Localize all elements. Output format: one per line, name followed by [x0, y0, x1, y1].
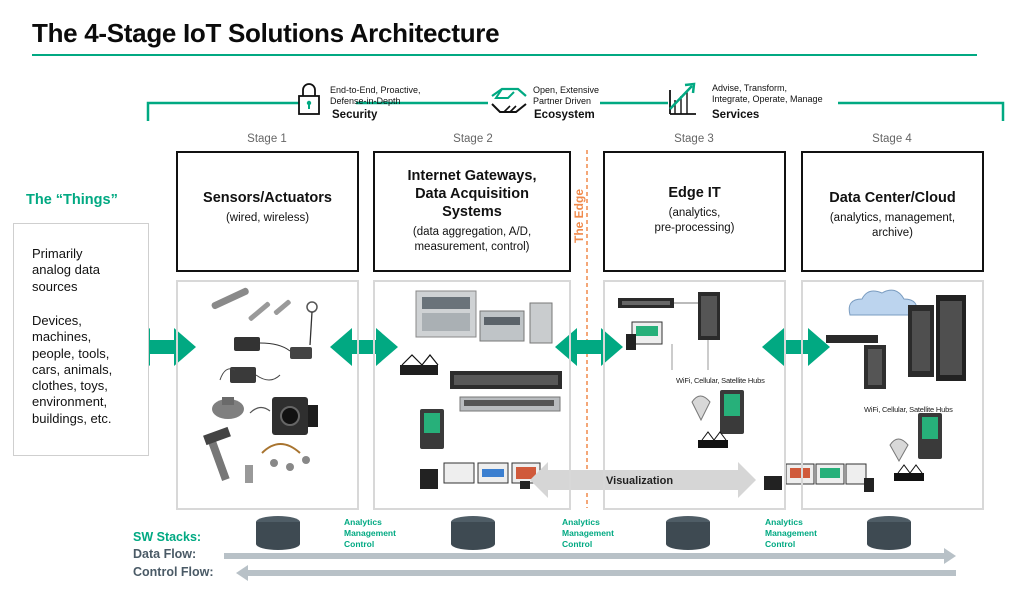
database-icon [666, 516, 710, 550]
stage-3-header: Edge IT (analytics,pre-processing) [603, 151, 786, 272]
top-bracket [146, 101, 1005, 121]
data-flow-arrow [224, 548, 956, 564]
page-title: The 4-Stage IoT Solutions Architecture [32, 18, 500, 48]
stage-1-subtitle: (wired, wireless) [225, 212, 310, 224]
data-center-devices [826, 289, 966, 481]
stage-2-subtitle: (data aggregation, A/D,measurement, cont… [412, 226, 532, 253]
gateway-devices [400, 290, 562, 489]
things-examples-text: Devices,machines,people, tools, cars, an… [32, 313, 113, 426]
stage-4-label: Stage 4 [872, 133, 912, 145]
growth-chart-icon [669, 82, 696, 115]
stage-2-label: Stage 2 [453, 133, 493, 145]
security-label: Security [332, 109, 378, 121]
title-underline [32, 54, 977, 56]
stage-3-panel [603, 280, 786, 510]
double-arrow [555, 328, 623, 366]
lock-icon [298, 83, 320, 115]
visualization-label: Visualization [606, 475, 674, 487]
stage-1-title: Sensors/Actuators [203, 190, 332, 206]
data-flow-label: Data Flow: [133, 547, 197, 561]
stage-3-label: Stage 3 [674, 133, 714, 145]
double-arrow [762, 328, 830, 366]
services-label: Services [712, 109, 760, 121]
visualization-arrow [530, 462, 756, 498]
stage-1-label: Stage 1 [247, 133, 287, 145]
stage-4-subtitle: (analytics, management,archive) [829, 212, 956, 239]
stage-3-title: Edge IT [668, 185, 721, 201]
control-flow-label: Control Flow: [133, 565, 214, 579]
edge-label: The Edge [572, 188, 586, 243]
stage-2-panel [373, 280, 571, 510]
things-title: The “Things” [26, 192, 118, 208]
stage-4-title: Data Center/Cloud [829, 190, 956, 206]
handshake-icon [491, 87, 527, 113]
stage-3-hub-label: WiFi, Cellular, Satellite Hubs [676, 376, 765, 385]
database-icon [451, 516, 495, 550]
stage-4-panel [801, 280, 984, 510]
database-icon [256, 516, 300, 550]
sensor-devices [203, 287, 318, 483]
stage-1-panel [176, 280, 359, 510]
database-icon [867, 516, 911, 550]
edge-it-devices [618, 292, 744, 448]
stage-1-header: Sensors/Actuators (wired, wireless) [176, 151, 359, 272]
security-description: End-to-End, Proactive,Defense-in-Depth [330, 85, 421, 106]
stage-4-hub-label: WiFi, Cellular, Satellite Hubs [864, 405, 953, 414]
stage-4-header: Data Center/Cloud (analytics, management… [801, 151, 984, 272]
control-flow-arrow [236, 565, 956, 581]
visualization-monitors [764, 463, 874, 492]
ecosystem-label: Ecosystem [534, 109, 595, 121]
sw-stacks-label: SW Stacks: [133, 530, 202, 544]
double-arrow [330, 328, 398, 366]
stage-3-subtitle: (analytics,pre-processing) [654, 207, 735, 234]
services-description: Advise, Transform,Integrate, Operate, Ma… [712, 83, 823, 104]
